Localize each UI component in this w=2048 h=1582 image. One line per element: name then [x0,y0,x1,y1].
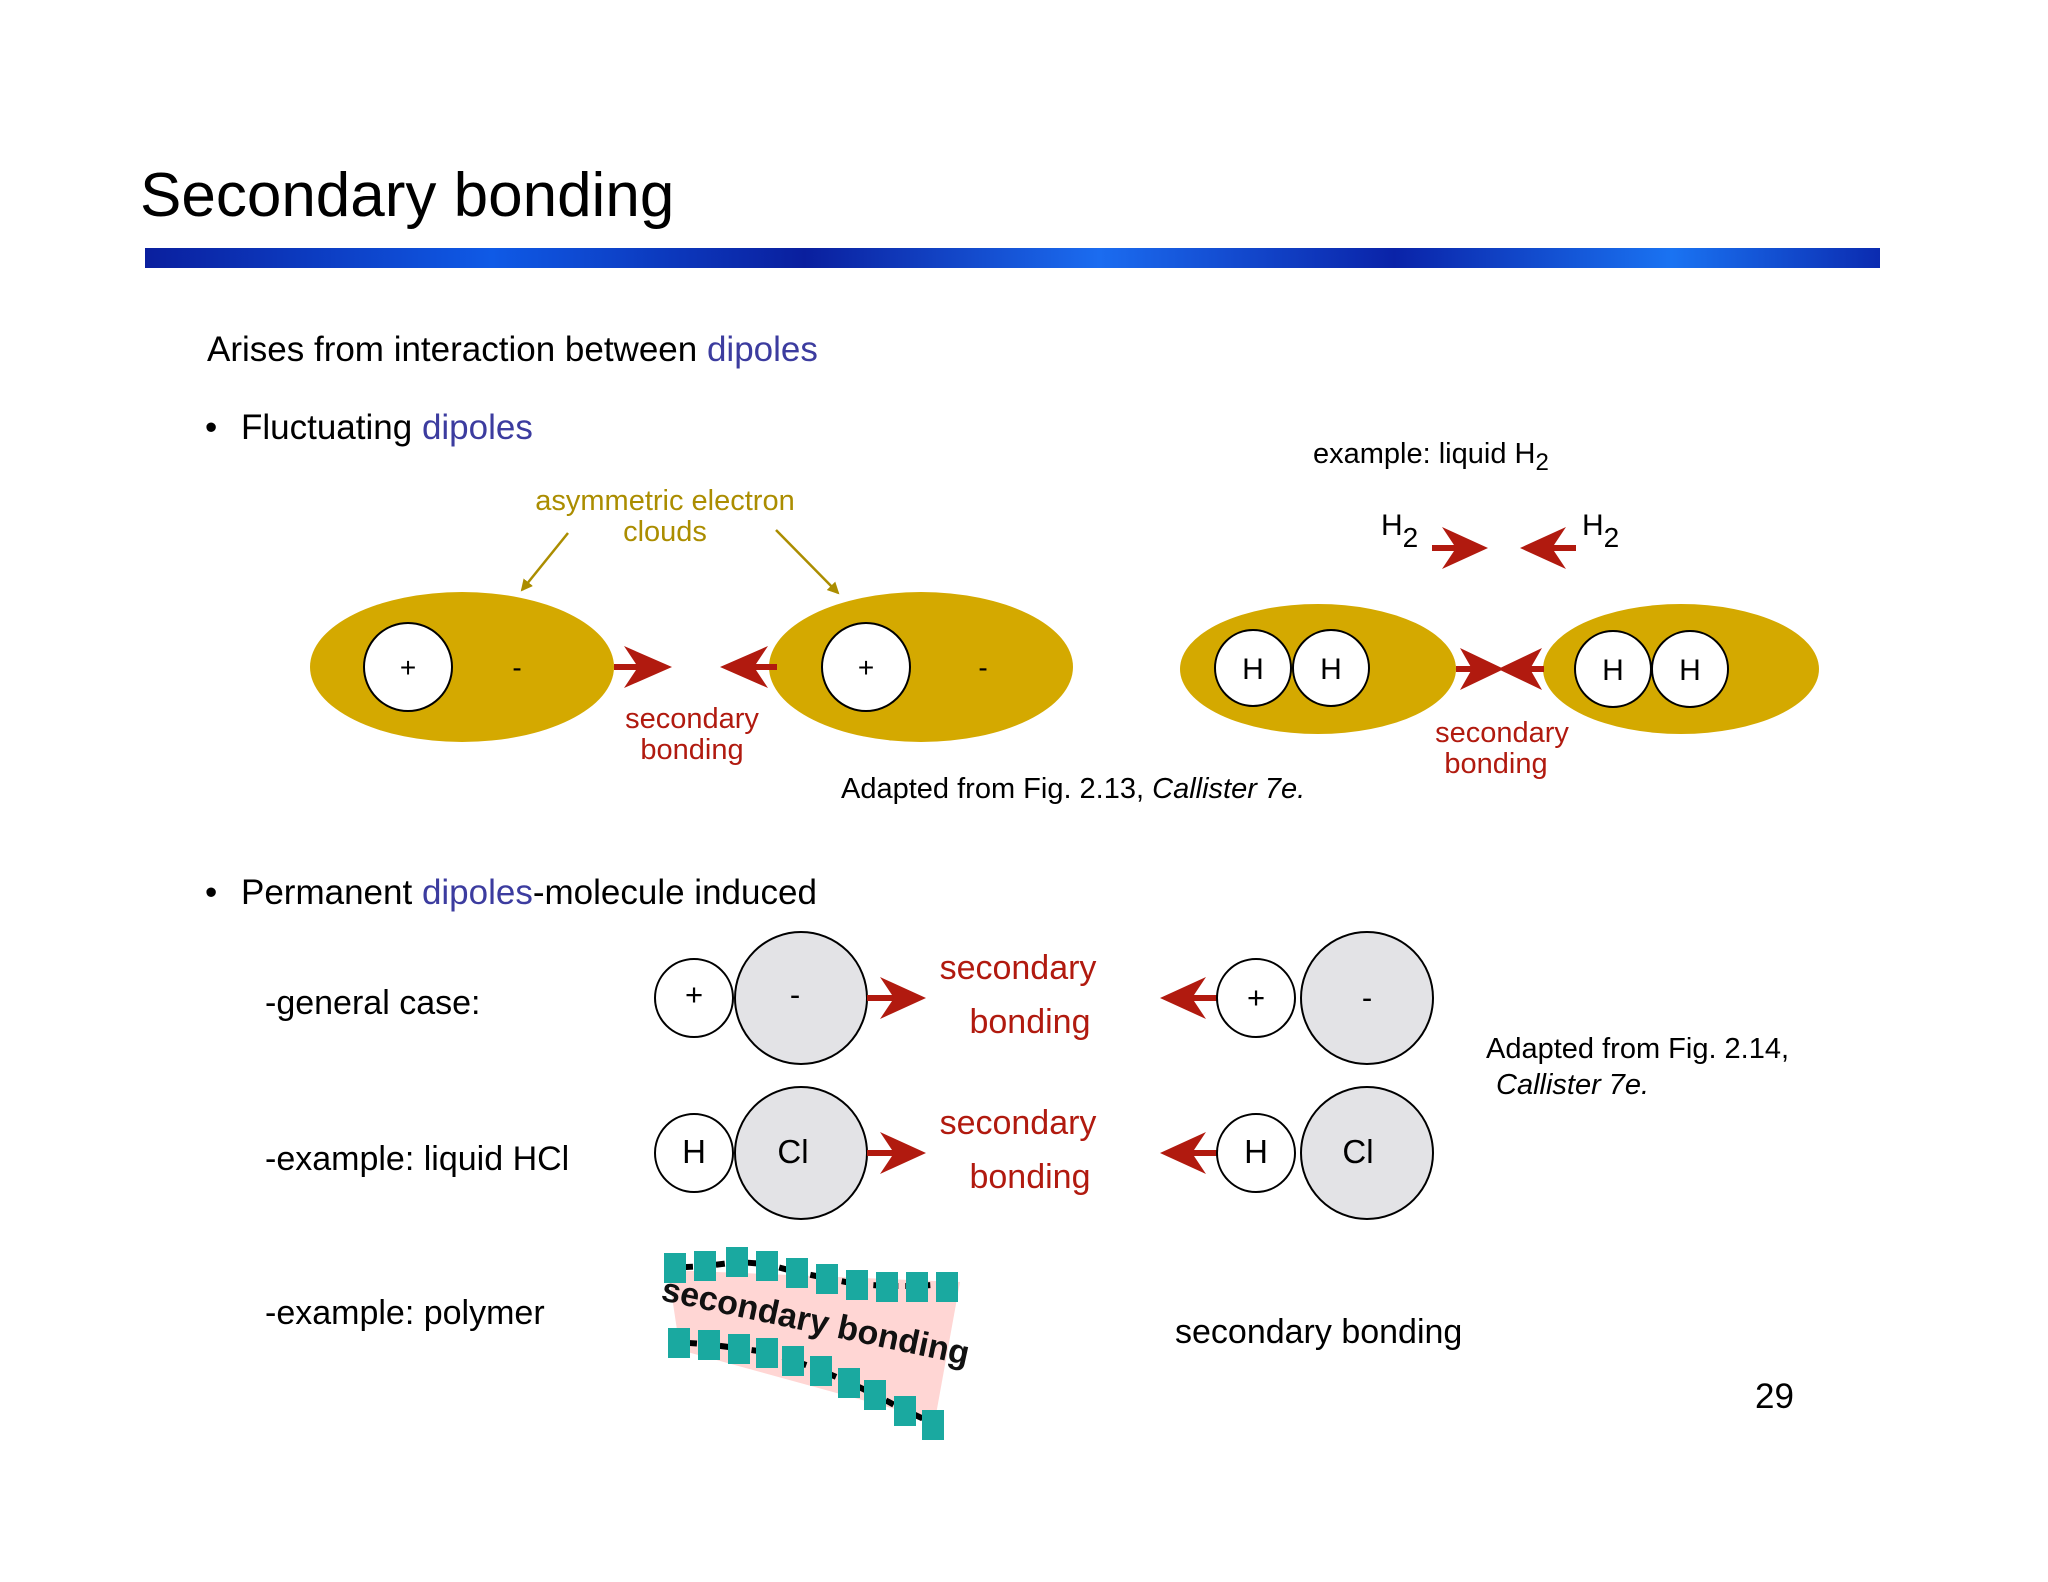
slide-title: Secondary bonding [140,161,675,230]
secondary-bond-arrow-left [720,646,777,688]
fig213-caption: Adapted from Fig. 2.13, Callister 7e. [841,773,1305,805]
cloud-pointer-right-arrow [775,529,840,595]
h2-approach-arrow-left [1520,527,1576,569]
cloud-label-line2: clouds [623,516,707,548]
liquid-h2-example-text: example: liquid H [1313,438,1536,470]
electron-cloud-left [310,592,614,742]
general-minus-left: - [790,977,800,1012]
h-atom-1 [1214,629,1292,707]
h-atom-hcl-right [1216,1113,1296,1193]
secondary-bond-arrow-right [614,646,672,688]
h2-approach-arrow-right [1432,527,1488,569]
h-atom-4-label: H [1679,654,1701,687]
intro-text: Arises from interaction between [207,330,707,369]
bullet-mark-2: • [205,873,218,912]
minus-sign-left: - [512,652,521,683]
h-atom-2 [1292,629,1370,707]
title-gradient-rule [145,248,1880,268]
fig214-caption-line2: Callister 7e. [1496,1069,1650,1101]
h2-bond-label-line1: secondary [1435,717,1569,749]
general-minus-atom-right [1300,931,1434,1065]
polymer-chain-upper-backbone [667,1258,949,1289]
page-number: 29 [1755,1377,1794,1416]
h-atom-3-label: H [1602,654,1624,687]
plus-sign-right: + [858,652,874,683]
polymer-example-label: -example: polymer [265,1294,545,1332]
fig214-caption-line1: Adapted from Fig. 2.14, [1486,1033,1790,1065]
polymer-lower-monomers [668,1328,944,1440]
h2-label-right: H2 [1582,509,1619,553]
hcl-bond-arrow-left [1160,1132,1218,1174]
hcl-bond-label-line2: bonding [969,1158,1090,1196]
h2-bond-label-line2: bonding [1444,748,1547,780]
hcl-bond-arrow-right [867,1132,926,1174]
general-minus-atom-left [734,931,868,1065]
general-bond-arrow-left [1160,977,1218,1019]
polymer-bond-band [668,1270,960,1420]
cloud-label-line1: asymmetric electron [535,485,794,517]
polymer-caption: secondary bonding [1175,1313,1463,1351]
bond-label-line2: bonding [640,734,743,766]
general-case-label: -general case: [265,984,481,1022]
general-plus-left: + [685,977,703,1012]
general-bond-arrow-right [867,977,926,1019]
hcl-bond-label-line1: secondary [940,1104,1097,1142]
general-plus-right: + [1247,980,1265,1015]
nucleus-plus-left [363,622,453,712]
intro-dipoles-highlight: dipoles [706,330,818,369]
h-atom-2-label: H [1320,653,1342,686]
bullet-permanent: • Permanent dipoles-molecule induced [205,873,817,913]
liquid-h2-subscript: 2 [1535,448,1549,476]
general-bond-label-line2: bonding [969,1003,1090,1041]
h2-bond-arrow-left [1498,648,1544,690]
polymer-diagram: secondary bonding [658,1247,973,1440]
h-label-hcl-left: H [682,1133,706,1170]
bullet-fluctuating: • Fluctuating dipoles [205,408,533,448]
general-bond-label-line1: secondary [940,949,1097,987]
bullet-permanent-dipoles: dipoles [421,873,533,912]
h2-bond-arrow-right [1456,648,1504,690]
general-plus-atom-right [1216,958,1296,1038]
h-label-hcl-right: H [1244,1133,1268,1170]
nucleus-plus-right [821,622,911,712]
plus-sign-left: + [400,652,416,683]
intro-line: Arises from interaction between dipoles [207,330,818,370]
h-atom-4 [1651,630,1729,708]
bullet-permanent-text: Permanent [241,873,422,912]
bullet-fluctuating-dipoles: dipoles [421,408,533,447]
cl-label-left: Cl [777,1133,808,1170]
minus-sign-right: - [978,652,987,683]
bullet-fluctuating-text: Fluctuating [241,408,422,447]
bond-label-line1: secondary [625,703,759,735]
general-plus-atom-left [654,958,734,1038]
bullet-mark: • [205,408,218,447]
h-atom-1-label: H [1242,653,1264,686]
liquid-h2-example-label: example: liquid H2 [1313,438,1549,477]
cl-label-right: Cl [1342,1133,1373,1170]
general-minus-right: - [1362,980,1372,1015]
h2-label-left: H2 [1381,509,1418,553]
polymer-upper-monomers [664,1247,958,1302]
cloud-pointer-left-arrow [520,532,569,592]
electron-cloud-right [769,592,1073,742]
h-atom-hcl-left [654,1113,734,1193]
hcl-example-label: -example: liquid HCl [265,1140,570,1178]
cl-atom-right [1300,1086,1434,1220]
bullet-permanent-suffix: -molecule induced [532,873,817,912]
